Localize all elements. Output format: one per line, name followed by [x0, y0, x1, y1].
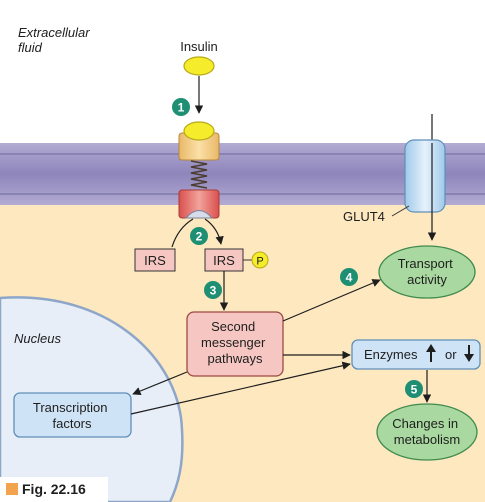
changes-in-metabolism-oval [376, 403, 478, 461]
step-5-badge [405, 380, 423, 398]
glut4-transporter [404, 139, 446, 213]
transport-activity-oval [378, 245, 476, 299]
insulin-molecule [183, 56, 215, 76]
step-3-number: 3 [210, 284, 217, 298]
arrow-to-transcription [132, 371, 188, 396]
figure-caption: Fig. 22.16 [22, 481, 86, 497]
arrow-to-transport [282, 279, 381, 322]
second-messenger-label: Second messenger pathways [201, 319, 269, 366]
caption-square-icon [6, 483, 18, 495]
transcription-factors-box [13, 392, 132, 438]
step-1-number: 1 [178, 101, 185, 115]
changes-in-metabolism-label: Changes in metabolism [392, 416, 461, 447]
extracellular-label: Extracellular fluid [18, 25, 93, 55]
step-4-number: 4 [346, 271, 353, 285]
receptor-transmembrane-coil [190, 160, 208, 189]
cell-membrane [0, 143, 485, 205]
enzymes-box [351, 339, 481, 370]
irs-box [134, 248, 176, 272]
nucleus-label: Nucleus [14, 331, 61, 346]
enzymes-label: Enzymes [364, 347, 418, 362]
extracellular-region [0, 0, 485, 145]
enzymes-or-label: or [445, 347, 457, 362]
transport-activity-label: Transport activity [398, 256, 457, 287]
step-5-number: 5 [411, 383, 418, 397]
arrow-irs-phosphorylation [204, 218, 224, 245]
phosphate-icon [251, 251, 269, 269]
step-3-badge [204, 281, 222, 299]
irs-label: IRS [144, 253, 166, 268]
insulin-label: Insulin [180, 39, 218, 54]
step-1-badge [172, 98, 190, 116]
phosphate-label: P [256, 256, 263, 268]
glut4-leader-line [391, 205, 410, 217]
step-2-badge [190, 227, 208, 245]
transcription-factors-label: Transcription factors [33, 400, 111, 431]
receptor-binding-site [184, 210, 214, 219]
insulin-bound-icon [183, 121, 215, 141]
step-4-badge [340, 268, 358, 286]
arrow-irs-curve [171, 218, 194, 248]
glut4-label: GLUT4 [343, 209, 385, 224]
arrow-down-icon [464, 354, 474, 362]
second-messenger-box [186, 311, 284, 377]
irs-p-label: IRS [213, 253, 235, 268]
arrow-up-icon [426, 344, 436, 352]
arrow-transcription-to-enzymes [130, 361, 351, 415]
step-2-number: 2 [196, 230, 203, 244]
